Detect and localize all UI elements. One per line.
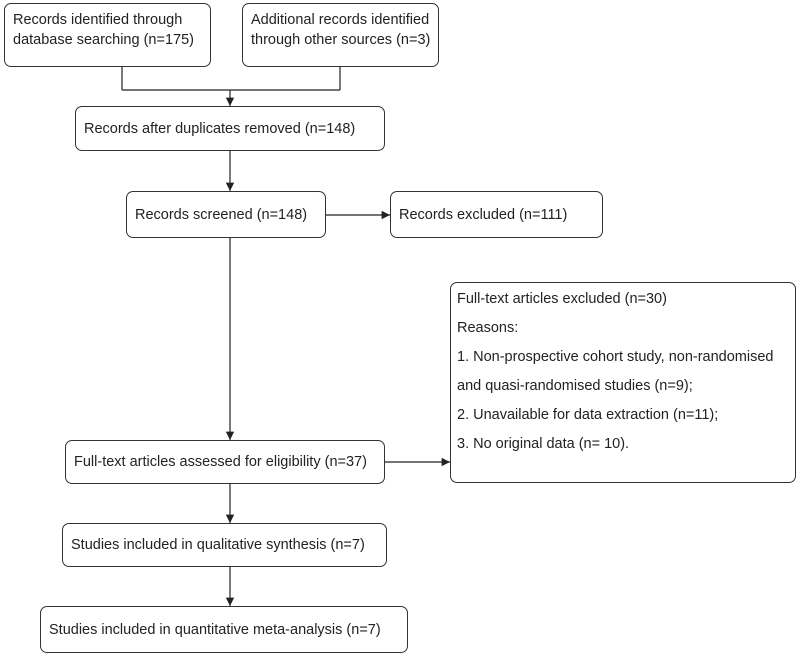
qualitative-synthesis-label: Studies included in qualitative synthesi… <box>71 537 365 553</box>
records-excluded-label: Records excluded (n=111) <box>399 206 568 223</box>
records-screened-box: Records screened (n=148) <box>126 191 326 238</box>
duplicates-removed-label: Records after duplicates removed (n=148) <box>84 120 356 137</box>
fulltext-excluded-title: Full-text articles excluded (n=30) <box>457 291 667 307</box>
quantitative-meta-analysis-label: Studies included in quantitative meta-an… <box>49 621 381 638</box>
records-screened-label: Records screened (n=148) <box>135 206 308 223</box>
quantitative-meta-analysis-box: Studies included in quantitative meta-an… <box>40 606 408 653</box>
records-identified-box: Records identified through database sear… <box>4 3 211 67</box>
duplicates-removed-box: Records after duplicates removed (n=148) <box>75 106 385 151</box>
records-identified-line-2: database searching (n=175) <box>13 32 194 48</box>
fulltext-excluded-reason-1b: and quasi-randomised studies (n=9); <box>457 378 693 394</box>
records-identified-line-1: Records identified through <box>13 12 183 28</box>
fulltext-excluded-reasons-heading: Reasons: <box>457 320 519 336</box>
qualitative-synthesis-box: Studies included in qualitative synthesi… <box>62 523 387 567</box>
eligibility-box: Full-text articles assessed for eligibil… <box>65 440 385 484</box>
fulltext-excluded-reason-3: 3. No original data (n= 10). <box>457 436 630 452</box>
eligibility-label: Full-text articles assessed for eligibil… <box>74 454 367 470</box>
fulltext-excluded-reason-2: 2. Unavailable for data extraction (n=11… <box>457 407 719 423</box>
additional-records-line-2: through other sources (n=3) <box>251 32 431 48</box>
additional-records-box: Additional records identified through ot… <box>242 3 439 67</box>
fulltext-excluded-reason-1a: 1. Non-prospective cohort study, non-ran… <box>457 349 774 365</box>
additional-records-line-1: Additional records identified <box>251 12 430 28</box>
fulltext-excluded-box: Full-text articles excluded (n=30) Reaso… <box>450 282 796 483</box>
records-excluded-box: Records excluded (n=111) <box>390 191 603 238</box>
